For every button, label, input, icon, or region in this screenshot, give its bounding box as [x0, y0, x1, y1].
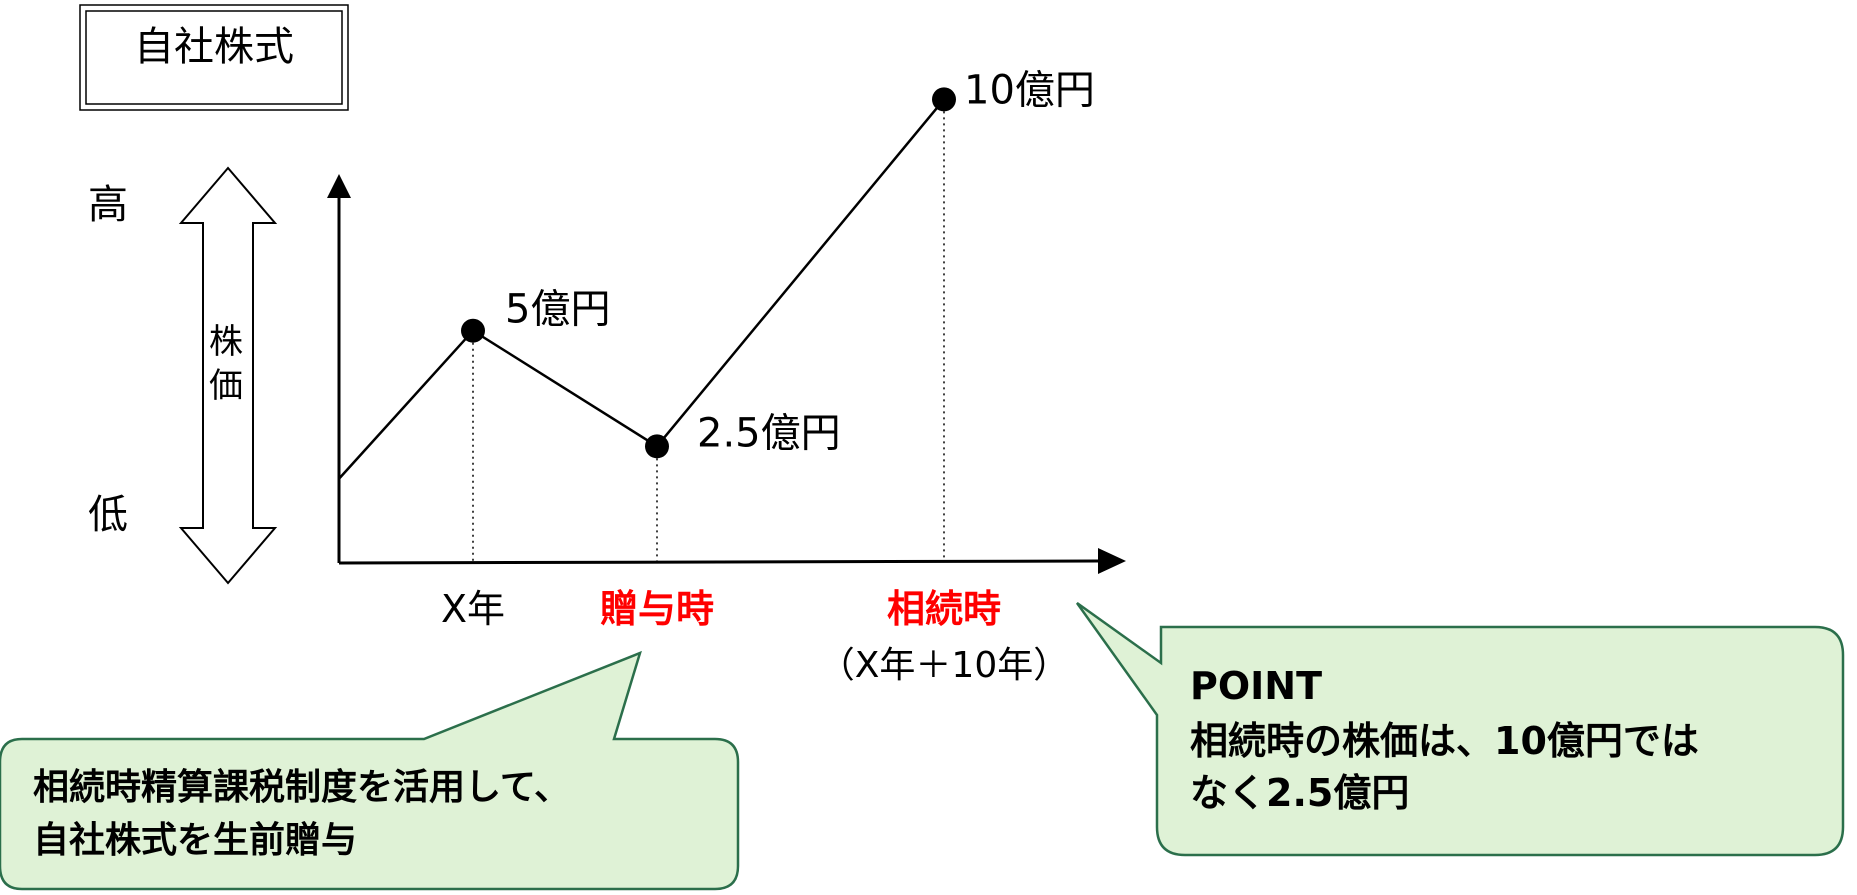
- data-points: [461, 87, 956, 459]
- data-point: [461, 318, 485, 343]
- left-callout-line-2: 自社株式を生前贈与: [33, 820, 357, 861]
- right-callout-heading: POINT: [1190, 664, 1322, 708]
- scale-low-label: 低: [88, 492, 128, 538]
- title-box: 自社株式: [79, 4, 349, 111]
- left-callout-line-1: 相続時精算課税制度を活用して、: [33, 767, 570, 808]
- x-tick-label: 相続時: [887, 587, 1001, 631]
- drop-lines: [472, 99, 945, 562]
- x-tick-labels: X年 贈与時 相続時 （X年＋10年）: [441, 587, 1069, 686]
- left-callout-bubble: [0, 650, 740, 891]
- series-line-group: [338, 98, 945, 480]
- stock-price-label-char-2: 価: [209, 366, 243, 406]
- series-line: [338, 98, 945, 480]
- stock-price-label-char-1: 株: [209, 322, 243, 362]
- x-tick-sublabel: （X年＋10年）: [819, 645, 1069, 686]
- title-text: 自社株式: [134, 24, 294, 70]
- data-labels: 5億円 2.5億円 10億円: [505, 67, 1095, 456]
- title-box-outer-border: [79, 4, 349, 111]
- left-callout: 相続時精算課税制度を活用して、 自社株式を生前贈与: [0, 650, 740, 891]
- double-arrow-icon: [178, 166, 278, 585]
- right-callout-line-2: なく2.5億円: [1190, 771, 1409, 815]
- x-tick-label: X年: [441, 587, 505, 631]
- y-axis-arrow-icon: [327, 174, 351, 198]
- x-axis-arrow-icon: [1098, 548, 1126, 574]
- data-point: [932, 87, 956, 112]
- right-callout-line-1: 相続時の株価は、10億円では: [1190, 719, 1699, 763]
- right-callout: POINT 相続時の株価は、10億円では なく2.5億円: [1075, 601, 1845, 857]
- data-label: 5億円: [505, 287, 610, 333]
- data-label: 10億円: [964, 67, 1095, 113]
- data-label: 2.5億円: [697, 410, 841, 456]
- title-box-inner-border: [85, 10, 343, 105]
- right-callout-bubble: [1075, 601, 1845, 857]
- x-axis-line: [338, 559, 1099, 565]
- scale-high-label: 高: [88, 182, 128, 228]
- x-tick-label: 贈与時: [600, 587, 714, 631]
- data-point: [645, 434, 669, 459]
